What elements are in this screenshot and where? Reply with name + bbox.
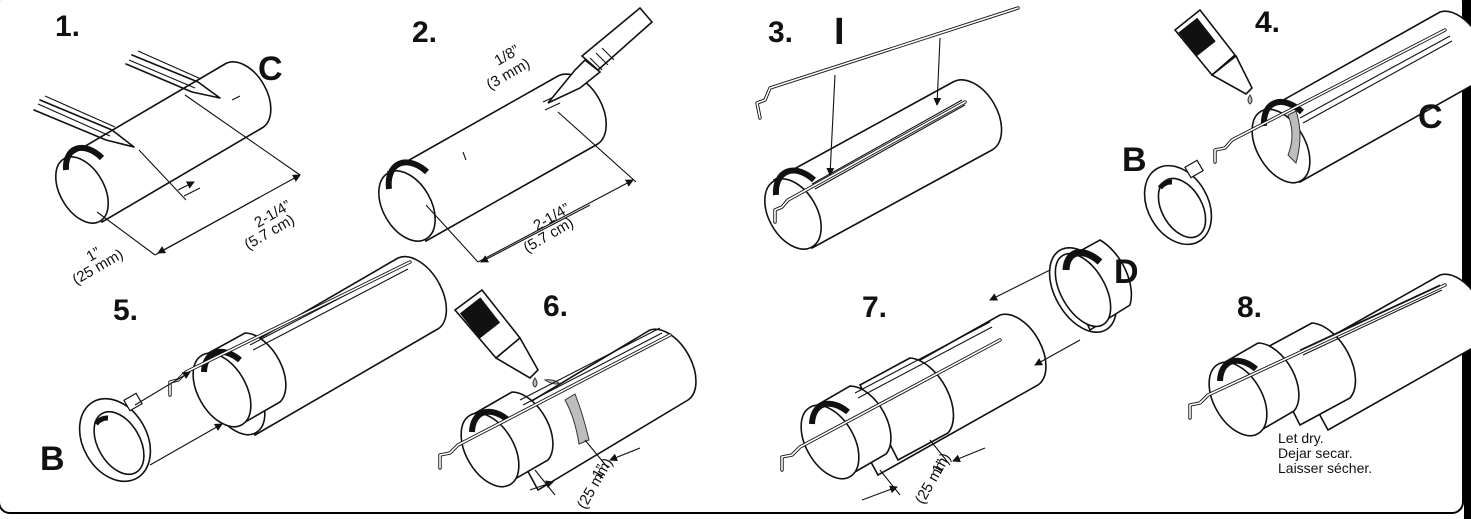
step4-bottle bbox=[1173, 8, 1253, 105]
step2-tube bbox=[378, 73, 607, 243]
note-french: Laisser sécher. bbox=[1278, 460, 1373, 476]
step2-knife bbox=[547, 6, 654, 104]
drying-note: Let dry. Dejar secar. Laisser sécher. bbox=[1278, 431, 1372, 476]
step4-ring-b bbox=[1143, 159, 1213, 246]
step6-wire bbox=[438, 333, 672, 470]
step6-tube bbox=[460, 327, 697, 492]
right-edge-bar bbox=[1464, 0, 1471, 519]
step1-tube bbox=[54, 61, 301, 224]
part-label-b-step4: B bbox=[1122, 141, 1147, 179]
step6-dimension-lines bbox=[529, 439, 641, 496]
step7-dimension-lines bbox=[861, 439, 986, 501]
note-spanish: Dejar secar. bbox=[1278, 445, 1353, 461]
step1-pencils bbox=[33, 50, 221, 148]
step7-sleeve-d bbox=[989, 239, 1133, 366]
step1-dimension-lines bbox=[96, 174, 301, 256]
step7-tube bbox=[800, 313, 1047, 480]
step5-tube bbox=[192, 255, 448, 437]
dim-step7-band-metric: (25 mm) bbox=[912, 450, 955, 507]
step8-assembly bbox=[1188, 273, 1471, 437]
step-number-4: 4. bbox=[1255, 6, 1281, 39]
step6-bottle bbox=[453, 288, 560, 388]
step3-tube bbox=[764, 79, 1003, 250]
step4-tube bbox=[1251, 10, 1471, 184]
step-number-8: 8. bbox=[1237, 291, 1263, 324]
part-label-i: I bbox=[834, 11, 845, 53]
step3-wire bbox=[755, 6, 1020, 224]
part-label-b-step5: B bbox=[40, 440, 65, 478]
step5-wire bbox=[168, 260, 412, 397]
part-label-d: D bbox=[1114, 253, 1139, 291]
step-number-1: 1. bbox=[55, 10, 81, 43]
part-label-c-step1: C bbox=[258, 50, 283, 88]
step-number-2: 2. bbox=[412, 16, 438, 49]
step2-dimension-lines bbox=[425, 102, 637, 263]
note-english: Let dry. bbox=[1278, 430, 1324, 446]
step7-wire bbox=[780, 338, 1002, 472]
step-number-6: 6. bbox=[543, 290, 569, 323]
step-number-3: 3. bbox=[768, 16, 794, 49]
part-label-c-step4: C bbox=[1418, 98, 1443, 136]
step5-ring-b bbox=[78, 371, 223, 483]
step-number-7: 7. bbox=[862, 291, 888, 324]
step-number-5: 5. bbox=[113, 294, 139, 327]
step4-wire bbox=[1213, 28, 1447, 164]
